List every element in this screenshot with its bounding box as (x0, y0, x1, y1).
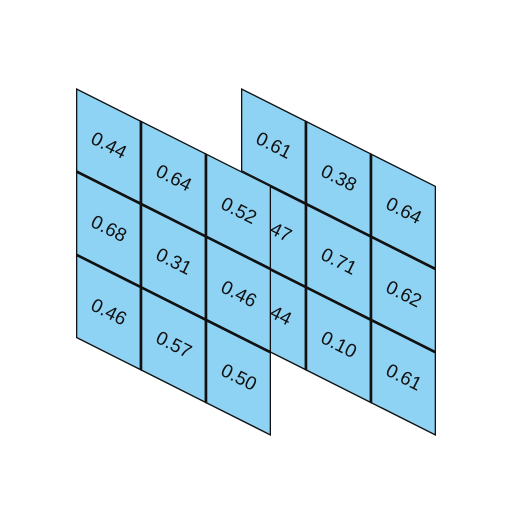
back-layer-cell-r1-c2 (369, 235, 436, 354)
back-layer-cell-r0-c2 (369, 152, 436, 271)
front-layer-cell-r0-c2 (204, 152, 271, 271)
front-layer-cell-r1-c2 (204, 235, 271, 354)
front-matrix-layer: 0.440.640.520.680.310.460.460.570.50 (76, 88, 271, 436)
front-layer-cell-r2-c2 (204, 318, 271, 436)
back-layer-cell-r2-c2 (369, 318, 436, 436)
